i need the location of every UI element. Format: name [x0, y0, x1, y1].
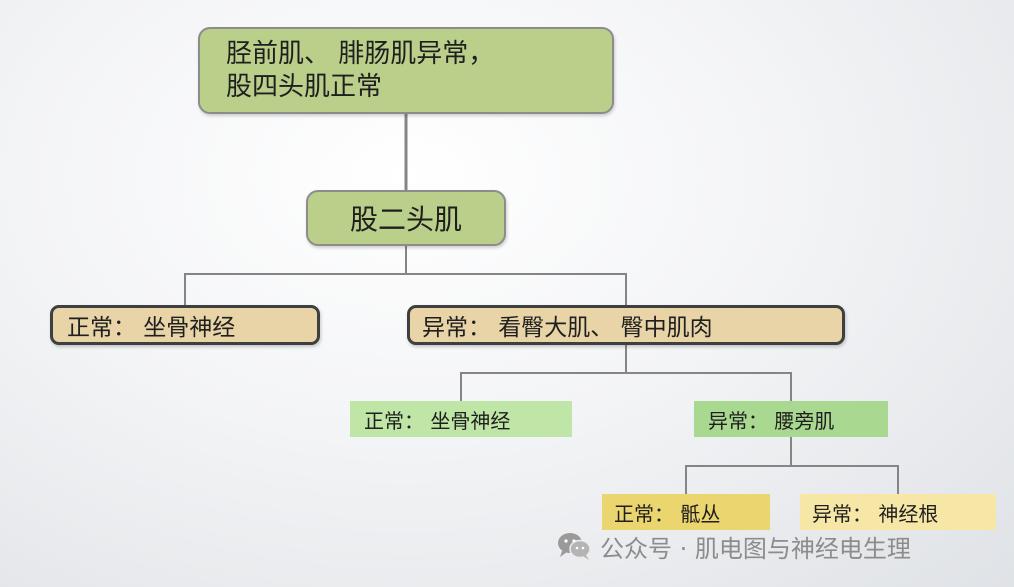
- level3-abnormal-label: 异常： 神经根: [812, 501, 939, 526]
- wechat-icon: [558, 533, 591, 560]
- level3-abnormal-node: 异常： 神经根: [800, 494, 996, 530]
- level2-normal-label: 正常： 坐骨神经: [364, 408, 511, 433]
- level2-abnormal-node: 异常： 腰旁肌: [694, 401, 888, 437]
- level1-normal-node: 正常： 坐骨神经: [50, 305, 320, 345]
- level1-abnormal-label: 异常： 看臀大肌、 臀中肌肉: [422, 315, 713, 341]
- level2-abnormal-label: 异常： 腰旁肌: [708, 408, 835, 433]
- root-node: 胫前肌、 腓肠肌异常， 股四头肌正常: [198, 27, 614, 114]
- biceps-femoris-node: 股二头肌: [306, 190, 506, 246]
- root-node-line2: 股四头肌正常: [226, 71, 383, 102]
- level2-normal-node: 正常： 坐骨神经: [350, 401, 572, 437]
- root-node-line1: 胫前肌、 腓肠肌异常，: [226, 38, 495, 69]
- level3-normal-label: 正常： 骶丛: [614, 501, 721, 526]
- biceps-femoris-label: 股二头肌: [349, 203, 462, 236]
- level1-abnormal-node: 异常： 看臀大肌、 臀中肌肉: [407, 305, 845, 345]
- level1-normal-label: 正常： 坐骨神经: [67, 315, 236, 341]
- watermark: 公众号 · 肌电图与神经电生理: [556, 526, 911, 566]
- watermark-text: 公众号 · 肌电图与神经电生理: [600, 534, 911, 563]
- level3-normal-node: 正常： 骶丛: [602, 494, 770, 530]
